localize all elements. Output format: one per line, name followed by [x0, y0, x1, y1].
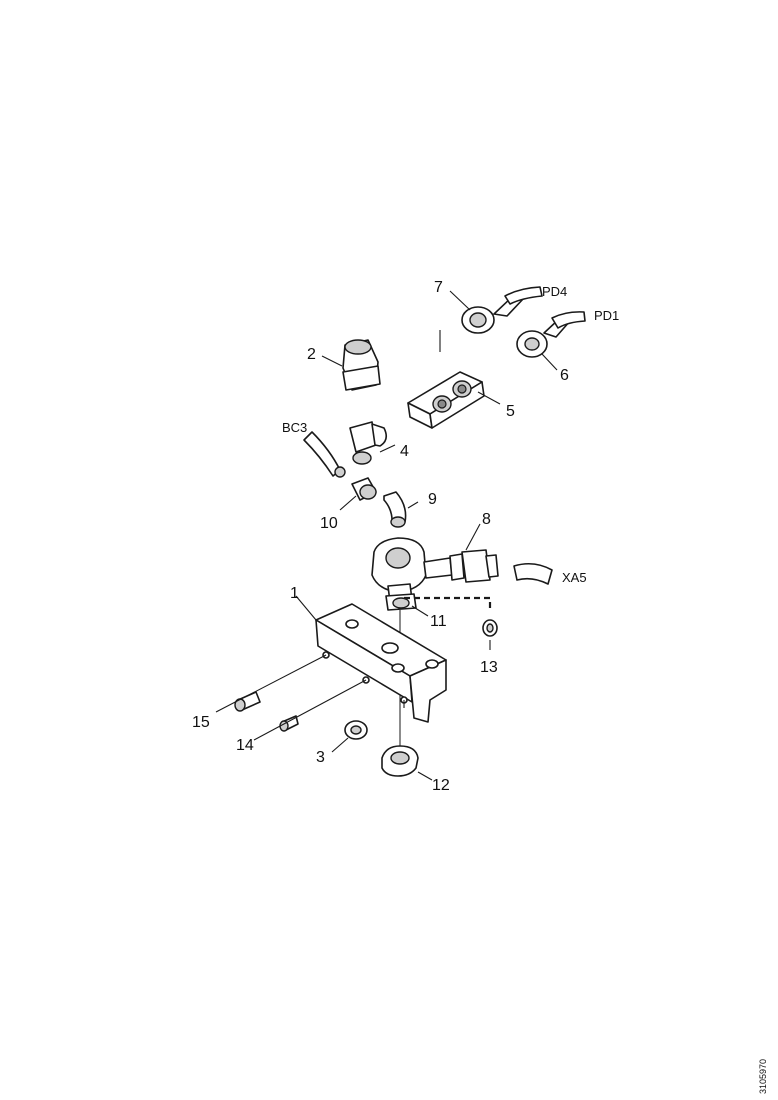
- pipe-pd4: [504, 286, 543, 305]
- part-12-large-nut: [381, 745, 419, 777]
- pipe-bc3: [303, 431, 346, 478]
- part-10-elbow: [351, 477, 377, 501]
- part-1-bracket: [315, 603, 447, 723]
- tag-pd4: PD4: [542, 284, 567, 299]
- callout-14: 14: [236, 737, 254, 754]
- part-3-nut: [344, 720, 368, 740]
- central-valve-body: [371, 537, 453, 603]
- callout-labels: 7 2 6 5 4 10 9 8 11 13 1 15 14 3 12: [192, 279, 569, 794]
- pipe-pd1: [551, 311, 586, 329]
- callout-2: 2: [307, 346, 316, 363]
- callout-5: 5: [506, 403, 515, 420]
- callout-3: 3: [316, 749, 325, 766]
- document-id: 3105970: [758, 1059, 768, 1094]
- callout-9: 9: [428, 491, 437, 508]
- callout-11: 11: [430, 613, 447, 630]
- part-5-valve-block: [407, 371, 485, 429]
- part-6-fitting: [516, 317, 571, 358]
- callout-13: 13: [480, 659, 498, 676]
- tag-bc3: BC3: [282, 420, 307, 435]
- part-8-pressure-switch: [449, 549, 499, 583]
- dashed-connector: [404, 596, 492, 612]
- part-9-bent-tube: [383, 491, 407, 528]
- tag-pd1: PD1: [594, 308, 619, 323]
- pipe-xa5: [513, 562, 553, 585]
- callout-4: 4: [400, 443, 409, 460]
- part-13-nut: [482, 619, 498, 637]
- callout-15: 15: [192, 714, 210, 731]
- part-4-elbow-fitting: [349, 421, 388, 465]
- leader-lines: [215, 290, 558, 781]
- part-2-hex-fitting: [342, 339, 381, 391]
- callout-6: 6: [560, 367, 569, 384]
- callout-12: 12: [432, 777, 450, 794]
- tag-xa5: XA5: [562, 570, 587, 585]
- callout-10: 10: [320, 515, 338, 532]
- callout-1: 1: [290, 585, 299, 602]
- pipe-tags: PD4 PD1 BC3 XA5: [282, 284, 619, 585]
- callout-7: 7: [434, 279, 443, 296]
- part-15-bolt: [234, 691, 261, 712]
- callout-8: 8: [482, 511, 491, 528]
- part-11-nipple: [385, 593, 417, 611]
